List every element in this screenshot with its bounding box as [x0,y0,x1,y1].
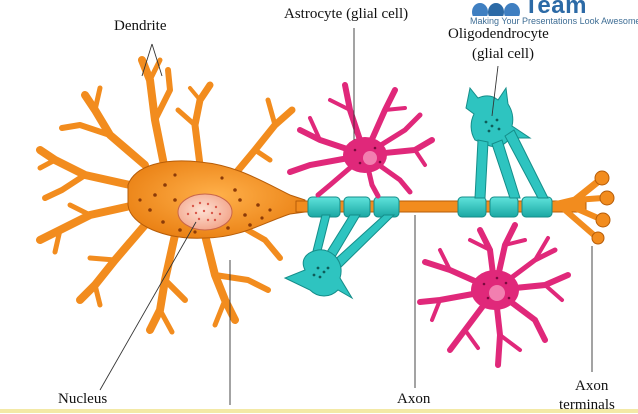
axon-terminal-bulbs [591,170,615,245]
oligodendrocyte-lower [283,214,396,300]
leader-dendrite [141,43,153,77]
label-axon-terminals: Axon [575,378,609,394]
myelin-sheaths [307,196,553,218]
logo-tagline: Making Your Presentations Look Awesome [470,16,638,26]
logo-word: Team [524,0,587,19]
three-person-silhouettes-icon [472,3,520,16]
brand-logo: Team Making Your Presentations Look Awes… [468,0,638,30]
label-axon: Axon [397,391,431,407]
leader-dendrite-2 [151,43,163,77]
axon-terminal-branches [546,176,606,239]
soma-granules [138,173,272,234]
leader-nucleus [99,221,197,391]
oligodendrocyte-upper [465,86,549,199]
axon-shaft [295,200,587,213]
dendrites [36,56,296,335]
label-dendrite: Dendrite [114,18,167,34]
leader-oligo [491,65,499,117]
label-oligodendrocyte: Oligodendrocyte [448,26,549,42]
bottom-strip [0,409,638,413]
label-astrocyte: Astrocyte (glial cell) [284,6,409,22]
astrocyte-upper-body [343,137,387,173]
neuron [36,56,615,335]
nucleus [177,193,233,231]
label-nucleus: Nucleus [58,391,108,407]
label-oligodendrocyte-sub: (glial cell) [472,46,535,62]
astrocyte-lower-body [471,270,519,310]
leader-lines [99,28,593,405]
